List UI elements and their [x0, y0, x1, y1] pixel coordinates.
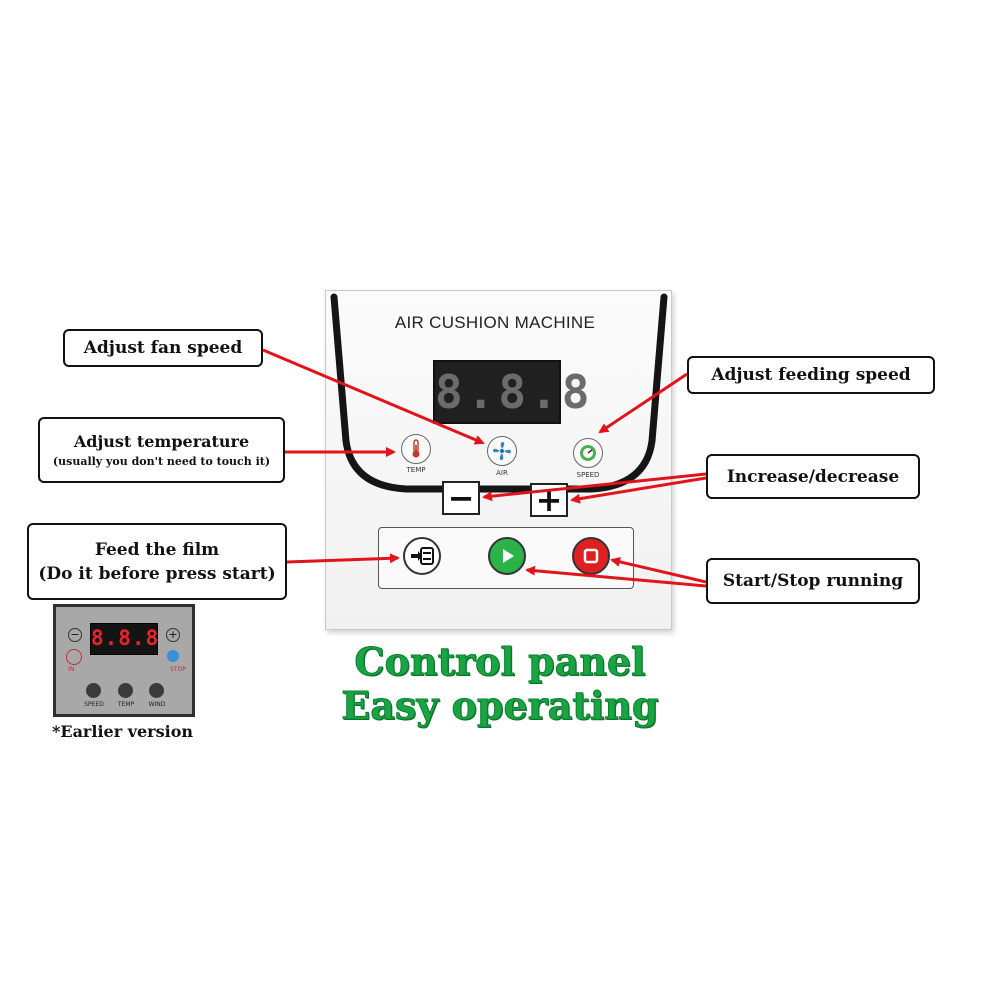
- earlier-version-caption: *Earlier version: [52, 722, 193, 741]
- callout-temperature: Adjust temperature (usually you don't ne…: [38, 417, 285, 483]
- plus-button[interactable]: +: [530, 483, 568, 517]
- thermometer-icon: [412, 439, 420, 458]
- callout-temperature-note: (usually you don't need to touch it): [52, 455, 271, 468]
- speedometer-icon: [580, 445, 596, 461]
- start-button[interactable]: [488, 537, 526, 575]
- headline-line-2: Easy operating: [341, 683, 659, 728]
- earlier-wind-label: WIND: [148, 701, 166, 708]
- feed-film-button[interactable]: [403, 537, 441, 575]
- callout-increase-decrease-text: Increase/decrease: [726, 466, 900, 487]
- callout-fan-speed: Adjust fan speed: [63, 329, 263, 367]
- temp-knob[interactable]: [401, 434, 431, 464]
- callout-feed-film-note: (Do it before press start): [38, 563, 276, 584]
- earlier-temp-icon: [118, 683, 133, 698]
- callout-temperature-text: Adjust temperature: [73, 432, 250, 451]
- digital-display: 8.8.8: [433, 360, 589, 424]
- earlier-minus-button: −: [68, 628, 82, 642]
- earlier-stop-label: STOP: [170, 666, 186, 673]
- callout-feed-film-text: Feed the film: [94, 539, 220, 560]
- air-knob[interactable]: [487, 436, 517, 466]
- callout-feeding-speed-text: Adjust feeding speed: [711, 365, 911, 385]
- earlier-speed-label: SPEED: [84, 701, 104, 708]
- callout-feeding-speed: Adjust feeding speed: [687, 356, 935, 394]
- stop-icon: [583, 548, 599, 564]
- callout-start-stop-text: Start/Stop running: [722, 571, 904, 591]
- temp-knob-label: TEMP: [406, 466, 426, 474]
- speed-knob[interactable]: [573, 438, 603, 468]
- play-icon: [503, 549, 514, 563]
- earlier-version-panel: − 8.8.8 + IN STOP SPEED TEMP WIND: [53, 604, 195, 717]
- fan-icon: [493, 442, 511, 460]
- callout-start-stop: Start/Stop running: [706, 558, 920, 604]
- headline-line-1: Control panel: [354, 639, 646, 684]
- earlier-in-button: [66, 649, 82, 665]
- callout-fan-speed-text: Adjust fan speed: [83, 338, 243, 358]
- speed-knob-label: SPEED: [576, 471, 600, 479]
- earlier-stop-button: [167, 650, 179, 662]
- earlier-temp-label: TEMP: [117, 701, 135, 708]
- earlier-wind-icon: [149, 683, 164, 698]
- minus-button[interactable]: −: [442, 481, 480, 515]
- callout-increase-decrease: Increase/decrease: [706, 454, 920, 499]
- earlier-speed-icon: [86, 683, 101, 698]
- stop-button[interactable]: [572, 537, 610, 575]
- film-feed-icon: [411, 547, 434, 565]
- callout-feed-film: Feed the film (Do it before press start): [27, 523, 287, 600]
- panel-title: AIR CUSHION MACHINE: [394, 313, 596, 332]
- earlier-in-label: IN: [68, 666, 75, 673]
- air-knob-label: AIR: [496, 469, 508, 477]
- earlier-digital-display: 8.8.8: [90, 623, 158, 655]
- earlier-plus-button: +: [166, 628, 180, 642]
